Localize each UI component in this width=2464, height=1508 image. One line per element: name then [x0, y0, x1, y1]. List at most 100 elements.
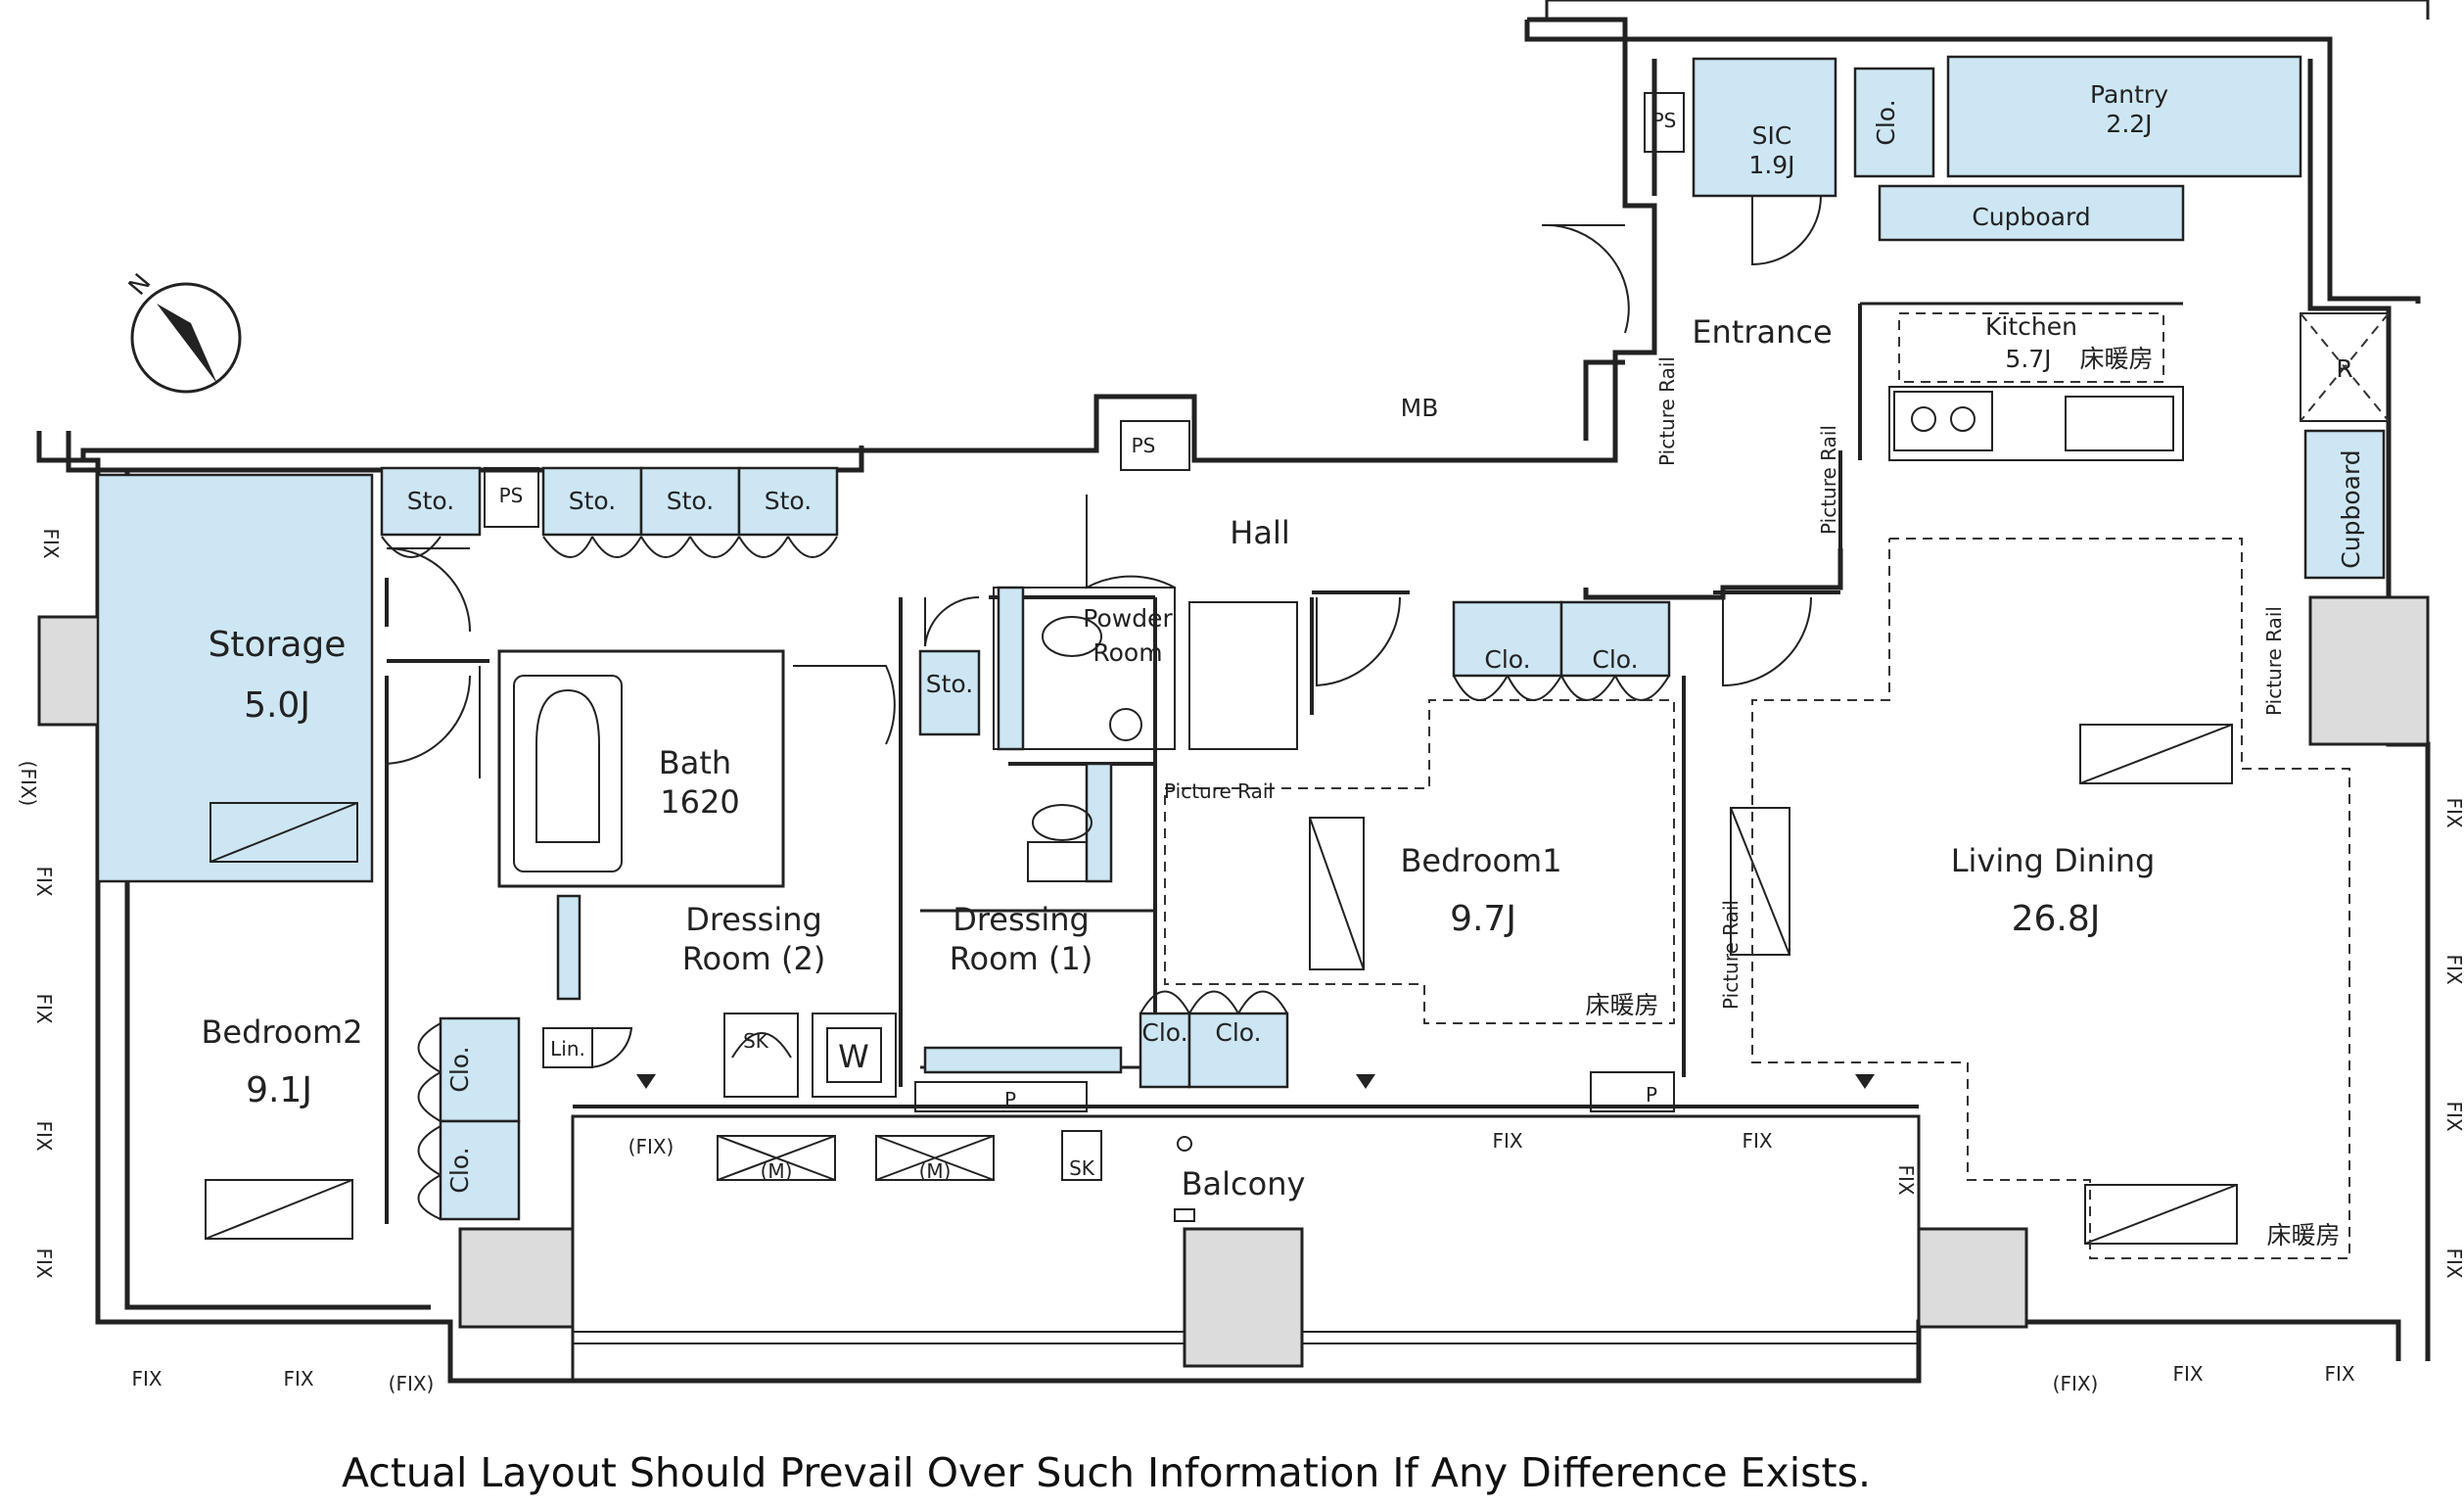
bedroom1-size: 9.7J [1450, 899, 1516, 939]
fix-label: FIX [2442, 1248, 2464, 1278]
powder-line2: Room [1093, 638, 1162, 667]
fix-label: FIX [32, 993, 56, 1023]
sk-label: SK [743, 1029, 769, 1053]
sk-label: SK [1069, 1156, 1095, 1180]
bedroom1-name: Bedroom1 [1400, 842, 1561, 879]
living-floor-heating: 床暖房 [2266, 1221, 2340, 1249]
fix-label: FIX [1894, 1164, 1918, 1195]
pantry-name: Pantry [2090, 80, 2168, 109]
outdoor-unit-label: (M) [919, 1159, 952, 1183]
doors [381, 195, 1822, 1220]
kitchen-size: 5.7J [2005, 345, 2051, 373]
pantry-size: 2.2J [2106, 110, 2152, 138]
ps-label: PS [1132, 434, 1156, 457]
sto-label: Sto. [407, 487, 454, 515]
ps-label: PS [499, 484, 524, 507]
outdoor-unit-label: (M) [761, 1159, 793, 1183]
fix-label: FIX [2442, 797, 2464, 827]
storage-sto [918, 649, 981, 736]
hall-name: Hall [1230, 514, 1289, 551]
closet [1139, 1012, 1191, 1089]
dressing1-line1: Dressing [953, 901, 1090, 938]
bath-fixture [1085, 762, 1113, 883]
small-labels: Sto. Sto. Sto. Sto. Sto. PS PS PS MB Clo… [407, 99, 2365, 1193]
fix-label: FIX [131, 1367, 162, 1390]
fix-labels: FIX (FIX) FIX FIX FIX FIX FIX FIX (FIX) … [17, 528, 2464, 1395]
fix-label: FIX [2442, 954, 2464, 984]
cupboard-label: Cupboard [2337, 449, 2365, 568]
fix-label: FIX [2442, 1101, 2464, 1131]
ps-label: PS [1652, 109, 1677, 132]
entrance-name: Entrance [1692, 313, 1832, 351]
column [1183, 1227, 1304, 1368]
vanity [923, 1046, 1123, 1074]
powder-line1: Powder [1083, 604, 1173, 633]
bath-fixture [997, 586, 1025, 751]
blue-rooms [96, 55, 2386, 1221]
fix-label: FIX [1492, 1129, 1522, 1153]
clo-label: Clo. [1215, 1018, 1261, 1047]
disclaimer-text: Actual Layout Should Prevail Over Such I… [342, 1449, 1871, 1496]
fix-label: FIX [1742, 1129, 1772, 1153]
bedroom1-floor-heating: 床暖房 [1585, 991, 1658, 1019]
fix-label: FIX [39, 528, 63, 558]
living-name: Living Dining [1951, 842, 2156, 879]
bedroom2-size: 9.1J [246, 1070, 312, 1110]
bath-fixture [556, 894, 581, 1001]
storage-sto [541, 466, 643, 537]
cupboard-side [2303, 429, 2386, 580]
mb-label: MB [1401, 394, 1439, 422]
fix-label: (FIX) [2053, 1372, 2099, 1395]
pantry-room [1946, 55, 2302, 178]
sto-label: Sto. [765, 487, 812, 515]
clo-label: Clo. [1141, 1018, 1187, 1047]
storage-sto [380, 466, 482, 537]
dressing1-line2: Room (1) [950, 940, 1093, 977]
refrigerator-label: R [2336, 354, 2352, 383]
north-compass[interactable]: N [122, 268, 242, 394]
dressing2-line2: Room (2) [682, 940, 826, 977]
fix-label: FIX [2172, 1362, 2203, 1386]
closet [1187, 1012, 1289, 1089]
floor-heating-zones [1164, 538, 2350, 1259]
living-size: 26.8J [2012, 899, 2101, 939]
clo-label: Clo. [1484, 645, 1530, 674]
fix-label: FIX [32, 1120, 56, 1151]
sic-closet [1853, 67, 1935, 178]
sto-label: Sto. [926, 670, 973, 698]
bath-name: Bath [659, 744, 731, 781]
air-units [205, 724, 2238, 1245]
sto-label: Sto. [667, 487, 714, 515]
column [2308, 595, 2430, 746]
sic-size: 1.9J [1748, 151, 1794, 179]
bedroom2-name: Bedroom2 [201, 1013, 362, 1051]
cupboard-label: Cupboard [1972, 203, 2090, 231]
lin-label: Lin. [550, 1037, 585, 1060]
balcony-name: Balcony [1182, 1165, 1306, 1202]
sic-room [1692, 57, 1837, 198]
clo-label: Clo. [1872, 99, 1900, 145]
fix-label: FIX [32, 1248, 56, 1278]
column [458, 1227, 575, 1329]
storage-name: Storage [209, 625, 347, 665]
closet [439, 1016, 521, 1123]
closet [439, 1119, 521, 1221]
fix-label: (FIX) [17, 761, 40, 807]
fixtures [484, 92, 2390, 1222]
fix-label: (FIX) [628, 1135, 674, 1158]
fix-label: FIX [283, 1367, 313, 1390]
kitchen-floor-heating: 床暖房 [2079, 345, 2153, 373]
picture-rail-label: Picture Rail [2262, 606, 2286, 716]
p-label: P [1646, 1083, 1657, 1107]
bath-size: 1620 [660, 783, 739, 821]
storage-room [96, 473, 374, 883]
fix-label: (FIX) [389, 1372, 435, 1395]
storage-size: 5.0J [244, 685, 310, 726]
clo-label: Clo. [445, 1147, 474, 1193]
clo-label: Clo. [1592, 645, 1638, 674]
fix-label: FIX [2324, 1362, 2354, 1386]
picture-rail-label: Picture Rail [1164, 779, 1274, 803]
picture-rail-label: Picture Rail [1719, 900, 1743, 1010]
picture-rail-label: Picture Rail [1655, 356, 1679, 466]
